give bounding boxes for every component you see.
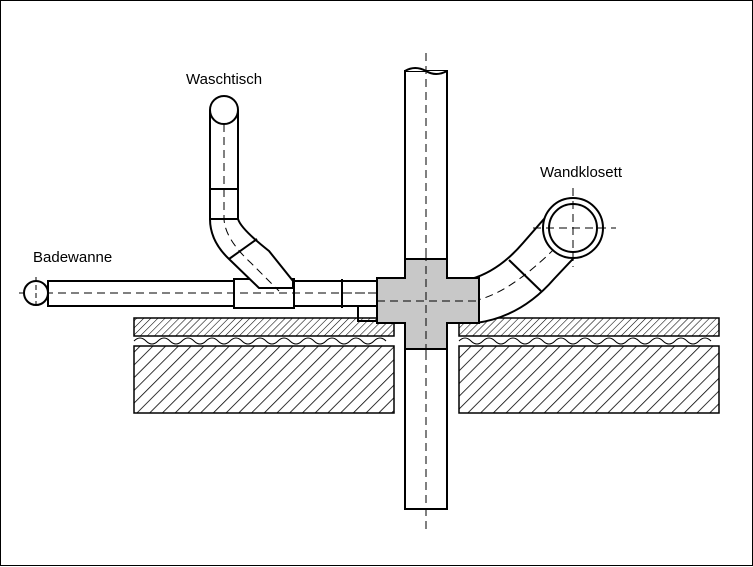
wandklosett-pipe: [446, 188, 616, 324]
waschtisch-pipe: [209, 95, 294, 292]
label-wandklosett: Wandklosett: [540, 164, 623, 181]
label-badewanne: Badewanne: [33, 249, 112, 266]
label-waschtisch: Waschtisch: [186, 71, 262, 88]
floor-slab-left: [133, 317, 395, 414]
branch-pipe-left: [19, 278, 381, 322]
floor-slab-right: [458, 317, 720, 414]
cross-fitting: [342, 253, 480, 355]
badewanne-connection: [23, 277, 49, 309]
